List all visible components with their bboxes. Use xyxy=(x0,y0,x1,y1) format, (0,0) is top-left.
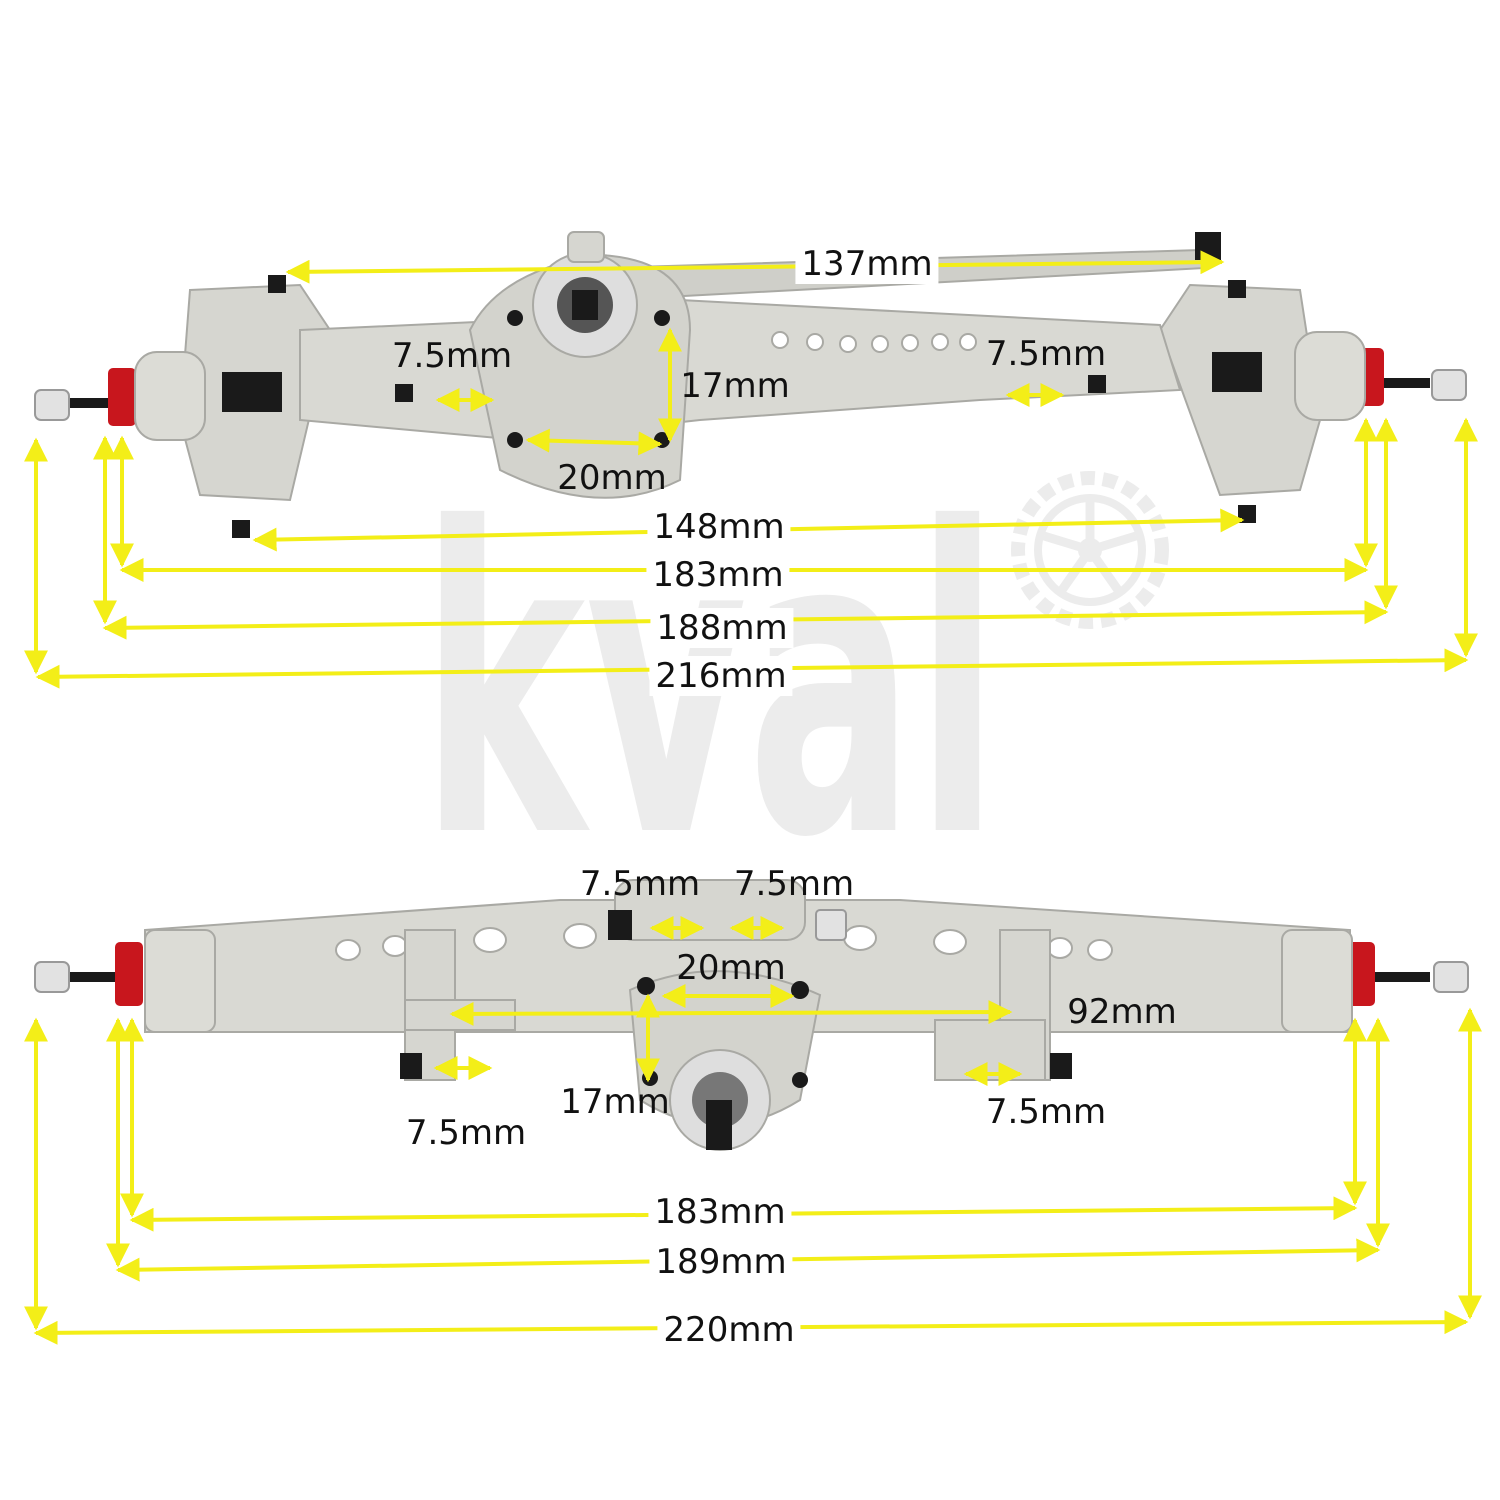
pinion-shaft-front xyxy=(572,290,598,320)
rear-label-diff-height: 17mm xyxy=(560,1082,670,1122)
rear-label-link-bottom-left: 7.5mm xyxy=(405,1113,527,1153)
rear-label-220mm: 220mm xyxy=(657,1310,801,1350)
front-label-diff-height: 17mm xyxy=(680,366,790,406)
front-label-188mm: 188mm xyxy=(650,608,794,648)
rear-label-diff-spacing: 20mm xyxy=(676,948,786,988)
rear-label-link-top-right: 7.5mm xyxy=(733,864,855,904)
rear-label-183mm: 183mm xyxy=(648,1192,792,1232)
rear-label-link-bottom-right: 7.5mm xyxy=(985,1092,1107,1132)
rear-dimension-lines xyxy=(24,916,1482,1345)
dim-diff-spacing xyxy=(525,428,663,456)
rear-label-link-top-left: 7.5mm xyxy=(579,864,701,904)
front-label-link-left: 7.5mm xyxy=(391,336,513,376)
rear-wheel-nut-left xyxy=(34,961,70,993)
front-label-216mm: 216mm xyxy=(649,656,793,696)
rear-hex-hub-right xyxy=(1347,942,1375,1006)
rear-label-189mm: 189mm xyxy=(649,1242,793,1282)
rear-label-92mm: 92mm xyxy=(1067,992,1177,1032)
wheel-nut-right xyxy=(1431,369,1467,401)
front-label-diff-spacing: 20mm xyxy=(557,458,667,498)
front-label-link-right: 7.5mm xyxy=(985,334,1107,374)
wheel-nut-left xyxy=(34,389,70,421)
pinion-shaft-rear xyxy=(706,1100,732,1150)
front-label-148mm: 148mm xyxy=(647,507,791,547)
dim-92 xyxy=(449,1000,1013,1026)
rear-wheel-nut-right xyxy=(1433,961,1469,993)
rear-hex-hub-left xyxy=(115,942,143,1006)
front-label-183mm: 183mm xyxy=(646,555,790,595)
front-label-137mm: 137mm xyxy=(795,244,939,284)
dim-137 xyxy=(285,250,1225,284)
hex-hub-left xyxy=(108,368,136,426)
